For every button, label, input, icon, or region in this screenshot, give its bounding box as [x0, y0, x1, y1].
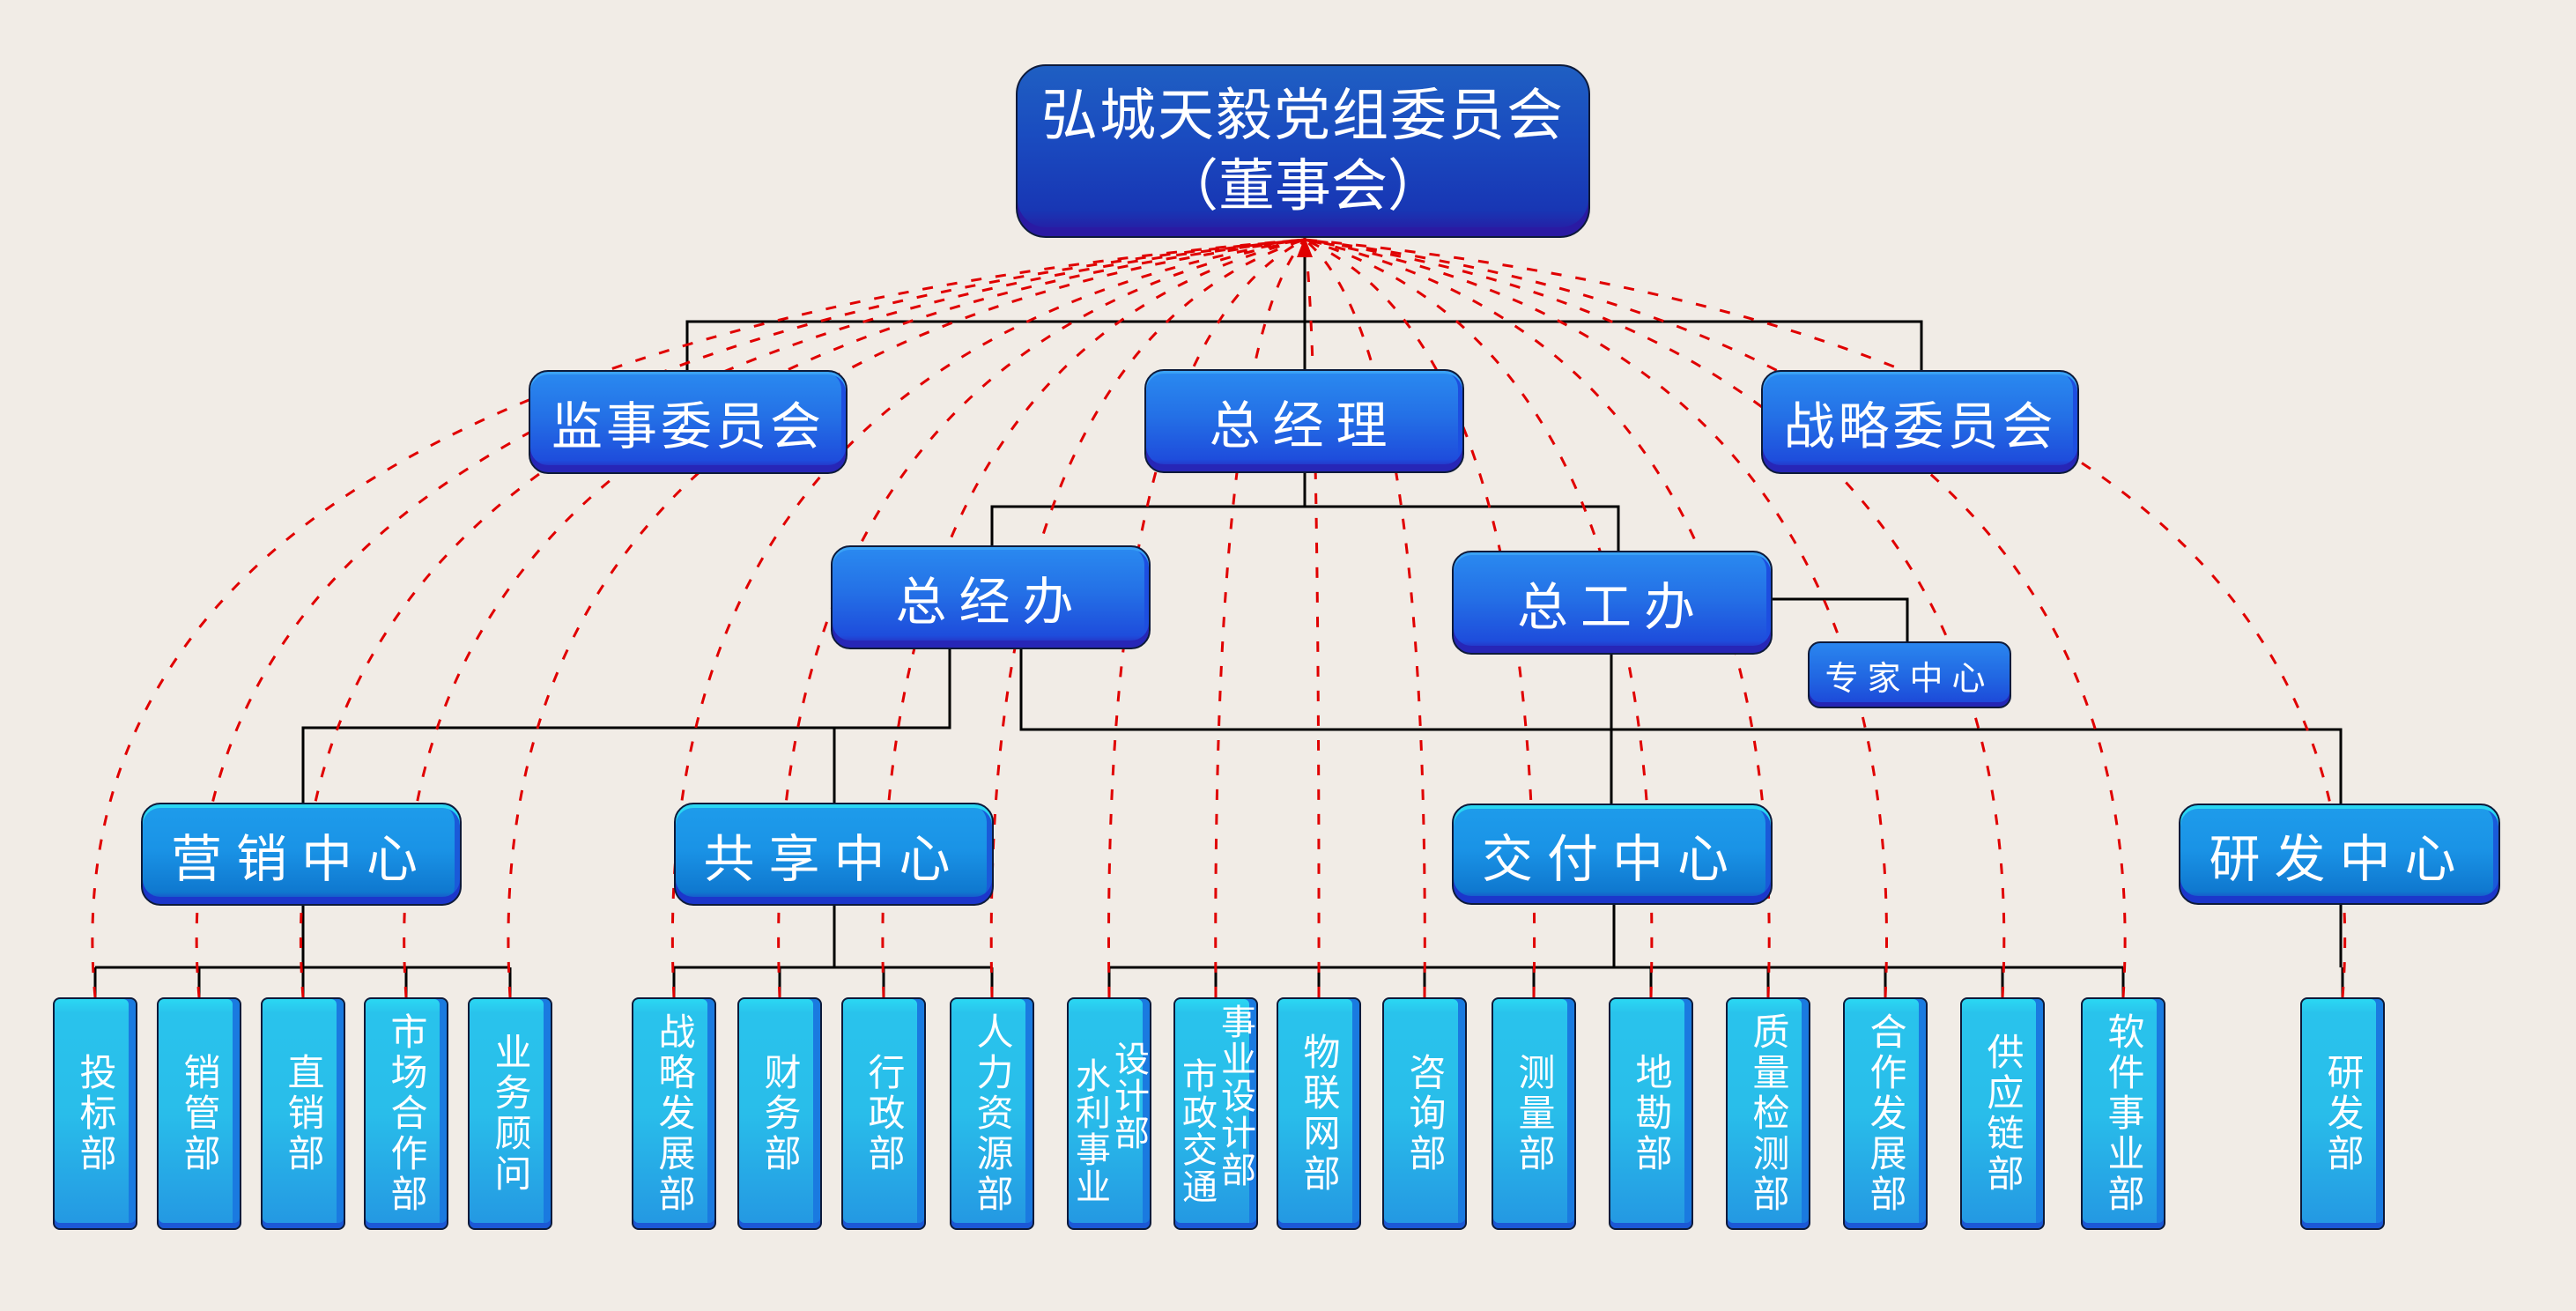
connector-gm-office-rnd: [1019, 649, 2343, 804]
supervisory-committee-node[interactable]: 监事委员会: [529, 370, 848, 474]
department-leaf[interactable]: 战略发展部: [632, 997, 716, 1230]
department-label: 事业设计部: [1215, 1004, 1255, 1189]
department-label: 合作发展部: [1864, 1012, 1907, 1215]
department-label: 软件事业部: [2102, 1012, 2145, 1215]
department-label: 销管部: [178, 1053, 221, 1174]
dashed-link: [1304, 238, 2347, 998]
department-label: 人力资源部: [971, 1012, 1014, 1215]
department-leaf[interactable]: 投标部: [53, 997, 137, 1230]
department-leaf[interactable]: 测量部: [1492, 997, 1576, 1230]
dashed-link: [989, 238, 1306, 998]
chief-engineer-office-node[interactable]: 总工办: [1452, 551, 1773, 655]
dashed-link: [1107, 238, 1306, 998]
department-label: 行政部: [862, 1053, 906, 1174]
department-leaf[interactable]: 直销部: [261, 997, 345, 1230]
department-leaf[interactable]: 质量检测部: [1726, 997, 1810, 1230]
gm-office-label: 总经办: [895, 572, 1086, 632]
board-title: 弘城天毅党组委员会: [1041, 83, 1565, 149]
department-label: 供应链部: [1981, 1033, 2025, 1195]
dashed-link: [1304, 238, 2006, 998]
connector-gm-office-marketing: [301, 649, 951, 803]
department-label: 地勘部: [1630, 1053, 1673, 1174]
dashed-link: [1304, 238, 1426, 998]
strategy-committee-node[interactable]: 战略委员会: [1761, 370, 2079, 474]
supervisory-committee-label: 监事委员会: [551, 396, 825, 456]
department-leaf[interactable]: 供应链部: [1960, 997, 2045, 1230]
board-node[interactable]: 弘城天毅党组委员会 （董事会）: [1016, 64, 1590, 238]
center-node-delivery[interactable]: 交付中心: [1452, 804, 1773, 905]
dashed-link: [1304, 238, 2127, 998]
department-leaf[interactable]: 人力资源部: [950, 997, 1034, 1230]
department-label: 财务部: [759, 1053, 802, 1174]
center-node-rnd[interactable]: 研发中心: [2179, 804, 2500, 905]
general-manager-label: 总经理: [1209, 396, 1400, 456]
department-label: 质量检测部: [1747, 1012, 1790, 1215]
department-label: 市政交通: [1176, 1057, 1217, 1205]
general-manager-node[interactable]: 总经理: [1144, 369, 1464, 473]
board-subtitle: （董事会）: [1162, 153, 1444, 219]
department-leaf[interactable]: 地勘部: [1609, 997, 1693, 1230]
department-label: 战略发展部: [653, 1012, 696, 1215]
connector-expert-center: [1773, 597, 1909, 641]
center-label: 营销中心: [170, 828, 432, 889]
expert-center-node[interactable]: 专家中心: [1808, 641, 2011, 708]
department-label: 投标部: [74, 1053, 117, 1174]
department-label: 市场合作部: [385, 1012, 428, 1215]
center-label: 研发中心: [2209, 828, 2470, 889]
connector-offices-bar: [990, 505, 1620, 551]
department-leaf[interactable]: 行政部: [841, 997, 926, 1230]
arrowhead-icon: [1297, 237, 1313, 257]
department-leaf[interactable]: 合作发展部: [1843, 997, 1928, 1230]
center-label: 交付中心: [1481, 828, 1743, 889]
department-label: 咨询部: [1403, 1053, 1447, 1174]
department-leaf[interactable]: 业务顾问: [468, 997, 552, 1230]
department-leaf[interactable]: 财务部: [737, 997, 822, 1230]
chief-engineer-office-label: 总工办: [1516, 577, 1707, 637]
strategy-committee-label: 战略委员会: [1783, 396, 2057, 456]
department-leaf[interactable]: 物联网部: [1277, 997, 1361, 1230]
center-node-shared[interactable]: 共享中心: [674, 803, 994, 906]
dashed-link: [91, 238, 1306, 998]
dashed-link: [403, 238, 1306, 998]
expert-center-label: 专家中心: [1825, 658, 1995, 698]
department-leaf[interactable]: 市场合作部: [364, 997, 448, 1230]
dashed-link: [1303, 239, 1321, 998]
gm-office-node[interactable]: 总经办: [831, 545, 1151, 649]
center-node-marketing[interactable]: 营销中心: [141, 803, 462, 906]
center-label: 共享中心: [703, 828, 965, 889]
department-leaf[interactable]: 水利事业设计部: [1067, 997, 1151, 1230]
department-label: 研发部: [2321, 1053, 2365, 1174]
dashed-link: [299, 238, 1306, 998]
department-leaf[interactable]: 咨询部: [1382, 997, 1467, 1230]
department-leaf[interactable]: 市政交通事业设计部: [1173, 997, 1258, 1230]
dashed-link: [1304, 238, 1888, 998]
dashed-link: [1214, 239, 1307, 998]
department-leaf[interactable]: 软件事业部: [2081, 997, 2165, 1230]
department-label: 物联网部: [1298, 1033, 1341, 1195]
department-label: 直销部: [282, 1053, 325, 1174]
department-label: 设计部: [1108, 1041, 1149, 1152]
department-leaf[interactable]: 销管部: [157, 997, 241, 1230]
department-label: 测量部: [1513, 1053, 1556, 1174]
department-label: 水利事业: [1070, 1057, 1110, 1205]
department-leaf[interactable]: 研发部: [2300, 997, 2385, 1230]
department-label: 业务顾问: [489, 1033, 532, 1195]
